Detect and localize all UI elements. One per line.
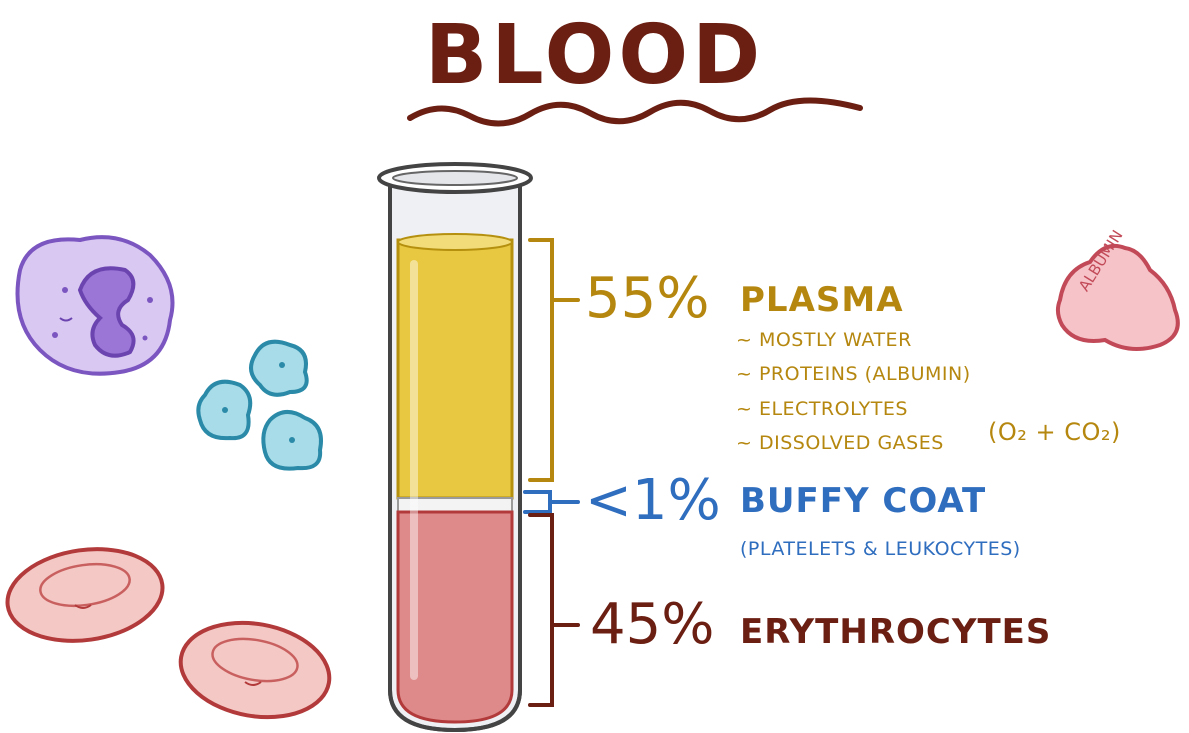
gases-note: (O₂ + CO₂) (988, 418, 1121, 446)
erythrocytes-percent: 45% (590, 592, 714, 657)
albumin-protein-icon (1058, 246, 1178, 349)
plasma-percent: 55% (585, 266, 709, 331)
erythrocytes-bracket (530, 515, 578, 705)
leukocyte-icon (18, 237, 173, 374)
buffy-coat-bracket (525, 492, 578, 512)
plasma-item: ~ MOSTLY WATER (736, 329, 912, 351)
buffy-coat-sub: (PLATELETS & LEUKOCYTES) (740, 538, 1021, 560)
plasma-item: ~ PROTEINS (ALBUMIN) (736, 363, 971, 385)
buffy-coat-percent: <1% (585, 468, 721, 533)
red-blood-cell-icon (1, 540, 336, 729)
plasma-bracket (530, 240, 578, 480)
erythrocytes-label: ERYTHROCYTES (740, 612, 1051, 652)
test-tube-icon (379, 164, 531, 730)
title-underline (410, 100, 860, 123)
plasma-item: ~ DISSOLVED GASES (736, 432, 944, 454)
platelet-icon (198, 342, 321, 469)
buffy-coat-label: BUFFY COAT (740, 481, 986, 521)
plasma-label: PLASMA (740, 280, 904, 320)
page-title: BLOOD (0, 8, 1189, 103)
plasma-item: ~ ELECTROLYTES (736, 398, 908, 420)
